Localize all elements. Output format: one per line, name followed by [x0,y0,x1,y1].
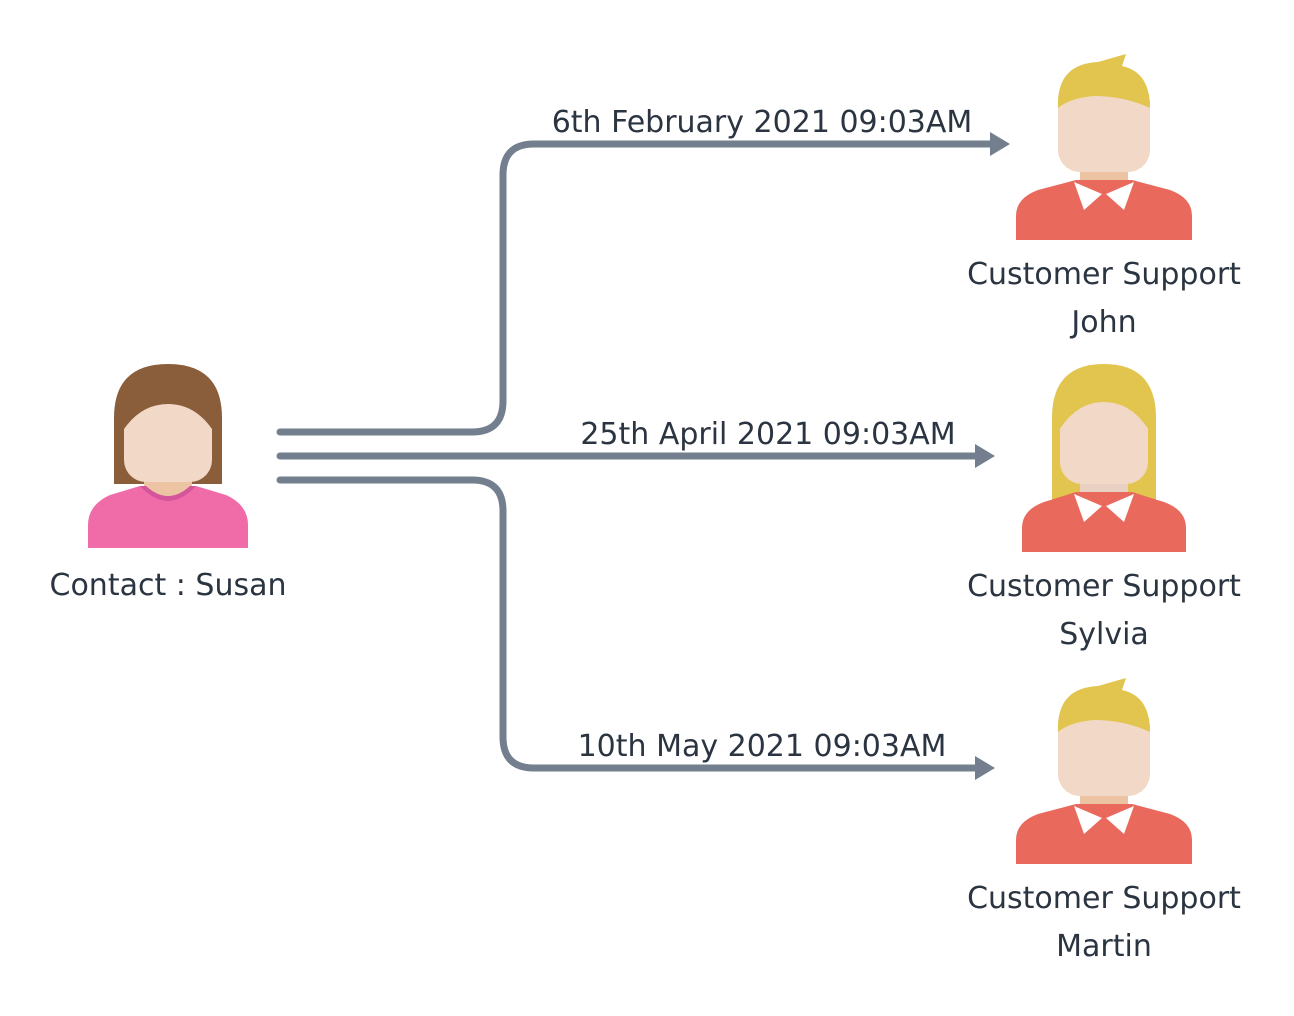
woman-avatar-icon [88,364,248,548]
connector-line [276,476,980,772]
arrow-head [975,756,995,780]
connector-line [276,140,996,436]
agent-title-martin: Customer Support [967,881,1241,916]
woman-avatar-icon [1022,364,1186,552]
connector-martin [276,476,995,780]
agent-name-john: John [1069,305,1136,340]
contact-label: Contact : Susan [50,568,287,603]
agent-name-sylvia: Sylvia [1059,617,1149,652]
connection-label-martin: 10th May 2021 09:03AM [578,729,947,764]
connector-john [276,132,1010,436]
agent-name-martin: Martin [1056,929,1152,964]
arrow-head [990,132,1010,156]
connection-label-john: 6th February 2021 09:03AM [552,105,973,140]
arrow-head [975,444,995,468]
agent-title-john: Customer Support [967,257,1241,292]
man-avatar-icon [1016,678,1192,864]
connection-label-sylvia: 25th April 2021 09:03AM [580,417,955,452]
connector-sylvia [276,444,995,468]
agent-title-sylvia: Customer Support [967,569,1241,604]
man-avatar-icon [1016,54,1192,240]
